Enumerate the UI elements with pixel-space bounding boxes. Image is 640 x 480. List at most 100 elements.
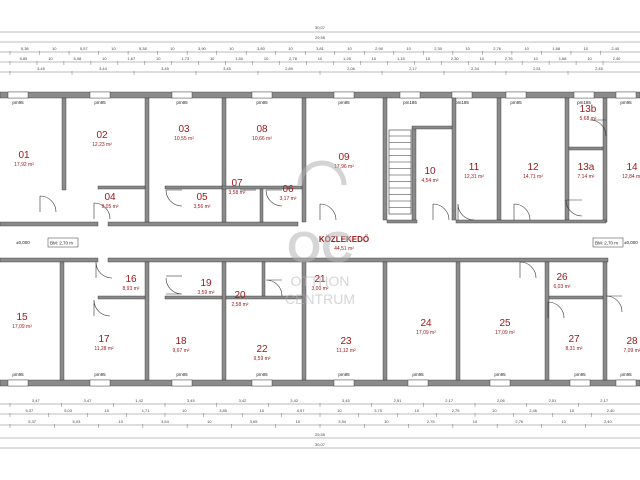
dimension-value: 3,47 <box>84 398 93 403</box>
window <box>171 91 193 99</box>
room-number-05: 05 <box>196 192 208 203</box>
room-number-02: 02 <box>96 130 108 141</box>
dimension-value: 2,76 <box>515 419 524 424</box>
window <box>251 91 273 99</box>
dimension-value: 4,97 <box>297 408 306 413</box>
bm-right: BM: 2,70 m <box>595 241 618 246</box>
room-number-22: 22 <box>256 344 268 355</box>
room-number-24: 24 <box>420 318 432 329</box>
room-area-23: 11,12 m² <box>336 348 356 354</box>
dimension-value: 3,45 <box>37 66 46 71</box>
dimension-value: 5,38 <box>139 46 148 51</box>
window-label: pm185 <box>455 100 469 105</box>
window-label: pm95 <box>176 372 188 377</box>
dimension-value: 3,45 <box>187 398 196 403</box>
dimension-value: 2,34 <box>471 66 480 71</box>
room-area-06: 3,17 m² <box>280 196 297 202</box>
window <box>89 379 111 387</box>
window-label: pm95 <box>256 100 268 105</box>
room-number-14: 14 <box>626 162 638 173</box>
dimension-value: 1,15 <box>397 56 406 61</box>
dimension-value: 2,76 <box>493 46 502 51</box>
dimension-value: 2,40 <box>607 408 616 413</box>
room-number-11: 11 <box>469 162 480 173</box>
window-label: pm95 <box>12 100 24 105</box>
dimension-value: 10 <box>52 46 57 51</box>
dimension-value: 10 <box>156 56 161 61</box>
window-label: pm95 <box>494 372 506 377</box>
room-number-20: 20 <box>234 290 246 301</box>
dimension-value: 3,75 <box>374 408 383 413</box>
dimension-value: 3,81 <box>316 46 325 51</box>
window <box>89 91 111 99</box>
room-area-25: 17,09 m² <box>495 330 515 336</box>
lower-interior-walls <box>0 257 609 381</box>
room-area-20: 2,58 m² <box>232 302 249 308</box>
window-label: pm95 <box>620 372 632 377</box>
overall-bottom-outer-dim: 30,07 <box>315 442 326 447</box>
corridor-area: 44,51 m² <box>334 246 354 252</box>
dimension-value: 2,40 <box>613 56 622 61</box>
room-number-12: 12 <box>527 162 539 173</box>
dimension-value: 3,80 <box>257 46 266 51</box>
dimension-value: 10 <box>384 419 389 424</box>
room-number-15: 15 <box>16 312 28 323</box>
window <box>7 379 29 387</box>
window-label: pm95 <box>256 372 268 377</box>
dimension-value: 3,45 <box>342 398 351 403</box>
dimension-value: 1,67 <box>127 56 136 61</box>
dimension-value: 10 <box>426 56 431 61</box>
room-number-10: 10 <box>424 166 436 177</box>
dimension-value: 10 <box>170 46 175 51</box>
dimension-value: 10 <box>415 408 420 413</box>
room-area-02: 12,23 m² <box>92 142 112 148</box>
dimension-value: 5,85 <box>20 56 29 61</box>
room-number-13b: 13b <box>580 104 597 115</box>
dimension-value: 3,90 <box>198 46 207 51</box>
window <box>615 91 637 99</box>
dimension-value: 10 <box>260 408 265 413</box>
dimension-value: 2,51 <box>549 398 558 403</box>
dimension-value: 10 <box>524 46 529 51</box>
room-number-13a: 13a <box>578 162 595 173</box>
dimension-value: 5,03 <box>73 419 82 424</box>
watermark-line1: OTTHON <box>290 273 349 289</box>
dimension-value: 5,57 <box>80 46 89 51</box>
room-area-12: 14,71 m² <box>523 174 543 180</box>
room-area-07: 3,58 m² <box>229 190 246 196</box>
dimension-value: 5,37 <box>25 408 34 413</box>
room-number-03: 03 <box>178 124 190 135</box>
watermark-logo: OC <box>287 223 353 272</box>
dimension-value: 10 <box>229 46 234 51</box>
watermark-line2: CENTRUM <box>285 291 355 307</box>
corridor-label: KÖZLEKEDŐ <box>319 235 369 244</box>
room-number-09: 09 <box>338 152 350 163</box>
dimension-value: 5,37 <box>28 419 37 424</box>
dimension-value: 2,17 <box>445 398 454 403</box>
room-area-05: 3,56 m² <box>194 204 211 210</box>
dimension-value: 10 <box>111 46 116 51</box>
window-label: pm95 <box>412 372 424 377</box>
room-area-08: 10,66 m² <box>252 136 272 142</box>
room-area-28: 7,09 m² <box>624 348 640 354</box>
room-area-09: 17,96 m² <box>334 164 354 170</box>
window-label: pm95 <box>176 100 188 105</box>
room-area-10: 4,54 m² <box>422 178 439 184</box>
dimension-value: 3,65 <box>250 419 259 424</box>
window <box>399 91 421 99</box>
room-area-03: 10,55 m² <box>174 136 194 142</box>
room-number-23: 23 <box>340 336 352 347</box>
dimension-value: 10 <box>182 408 187 413</box>
dimension-value: 3,47 <box>32 398 41 403</box>
dimension-value: 2,51 <box>533 66 542 71</box>
room-area-13a: 7,14 m² <box>578 174 595 180</box>
dimension-value: 3,85 <box>219 408 228 413</box>
window <box>333 379 355 387</box>
dimension-value: 2,75 <box>427 419 436 424</box>
dimension-value: 2,17 <box>409 66 418 71</box>
